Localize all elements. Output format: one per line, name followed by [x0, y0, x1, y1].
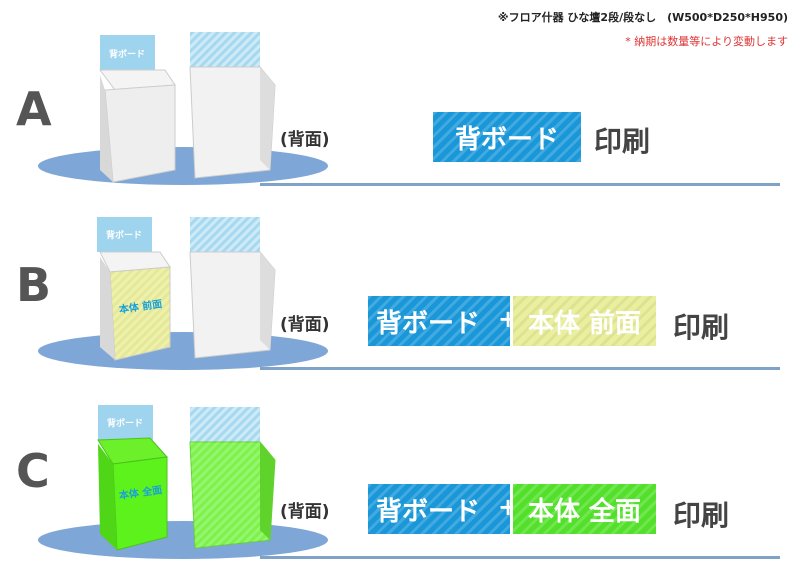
floor-ellipse — [38, 147, 328, 185]
delivery-note: * 納期は数量等により変動します — [625, 35, 788, 48]
ground-line — [260, 183, 780, 186]
tag-body-front: 本体 前面 — [513, 296, 656, 346]
ground-line — [260, 556, 780, 559]
back-view-label: (背面) — [280, 502, 330, 522]
back-board-panel — [100, 35, 155, 70]
board-text: 背ボード — [109, 48, 145, 60]
print-label: 印刷 — [673, 311, 730, 344]
back-view-label: (背面) — [280, 315, 330, 335]
row-letter: C — [16, 444, 50, 498]
row-letter: B — [16, 258, 52, 312]
floor-ellipse — [38, 332, 328, 370]
tag-back-board: 背ボード — [368, 296, 510, 346]
spec-note: ※フロア什器 ひな壇2段/段なし (W500*D250*H950) — [497, 11, 788, 24]
display-illustration: 背ボード — [99, 32, 276, 183]
tag-back-board: 背ボード — [433, 112, 581, 162]
tag-body-full: 本体 全面 — [513, 484, 656, 534]
print-label: 印刷 — [673, 499, 730, 532]
front-body — [104, 84, 176, 183]
display-illustration: 背ボード 本体 全面 — [97, 405, 276, 551]
back-board-panel — [97, 217, 152, 252]
back-board-panel — [98, 405, 153, 440]
front-body — [112, 456, 168, 551]
ground-line — [260, 367, 780, 370]
row-letter: A — [16, 82, 52, 136]
floor-ellipse — [38, 521, 328, 559]
print-label: 印刷 — [594, 125, 651, 158]
back-view-label: (背面) — [280, 130, 330, 150]
display-illustration: 背ボード 本体 前面 — [97, 217, 276, 361]
board-text: 背ボード — [107, 417, 143, 429]
tag-back-board: 背ボード — [368, 484, 510, 534]
board-text: 背ボード — [106, 229, 142, 241]
